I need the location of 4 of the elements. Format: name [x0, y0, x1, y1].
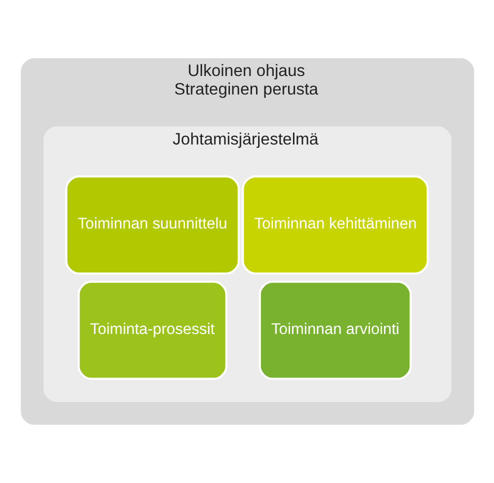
node-box: Toiminnan suunnittelu — [64, 175, 240, 275]
node-box: Toiminnan arviointi — [258, 280, 412, 380]
node-box: Toiminnan kehittäminen — [241, 175, 428, 275]
node-box: Toiminta-prosessit — [77, 280, 227, 380]
